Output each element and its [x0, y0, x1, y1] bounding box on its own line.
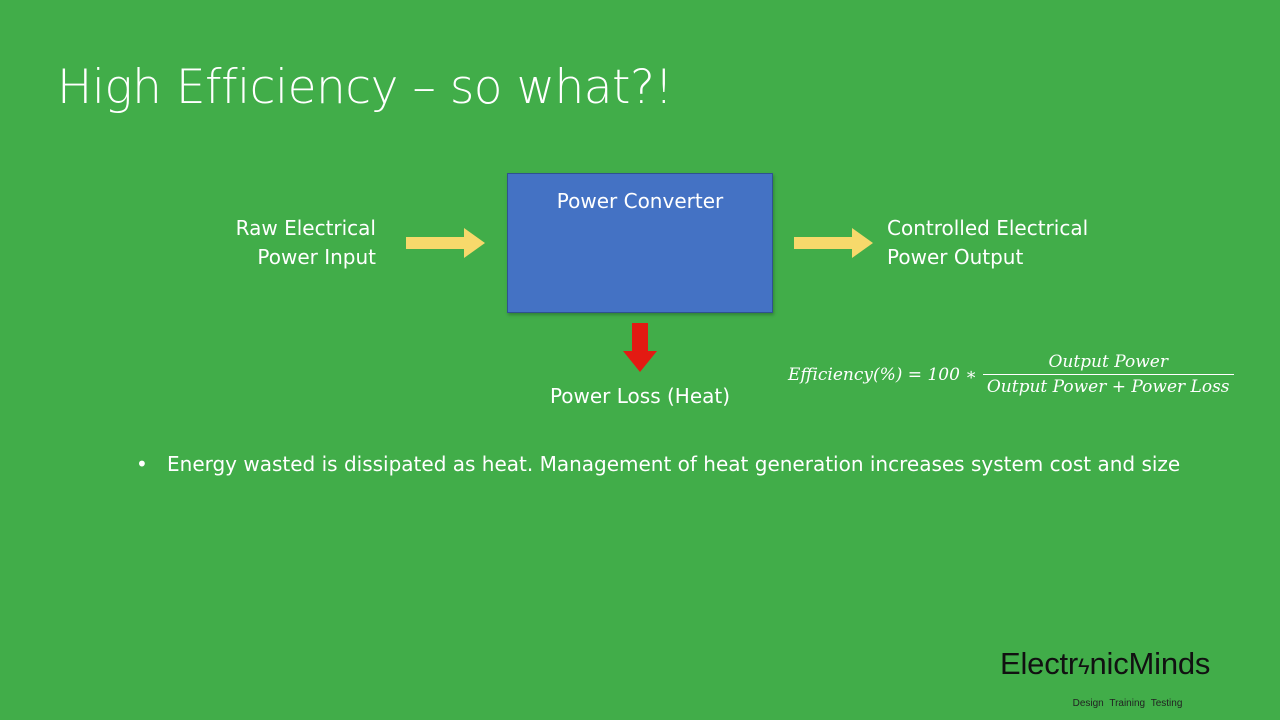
brand-tagline: Design Training Testing	[1072, 698, 1183, 709]
input-label-line-2: Power Input	[257, 245, 376, 269]
formula-denominator: Output Power + Power Loss	[982, 374, 1234, 397]
brand-logo: ElectrϟnicMinds	[1000, 646, 1210, 682]
power-converter-box: Power Converter	[507, 173, 773, 313]
output-label-line-2: Power Output	[887, 245, 1024, 269]
slide-title: High Efficiency – so what?!	[57, 60, 673, 115]
formula-numerator: Output Power	[1048, 352, 1168, 372]
efficiency-formula: Efficiency(%) = 100 ∗ Output Power Outpu…	[788, 352, 1234, 397]
bullet-item: • Energy wasted is dissipated as heat. M…	[136, 451, 1180, 477]
bullet-marker: •	[136, 452, 148, 476]
input-label: Raw Electrical Power Input	[200, 214, 376, 272]
brand-name-part-1: Electr	[1000, 646, 1079, 681]
brand-name-part-2: nicMinds	[1089, 646, 1211, 681]
power-loss-label: Power Loss (Heat)	[549, 384, 731, 408]
output-label-line-1: Controlled Electrical	[887, 216, 1089, 240]
output-label: Controlled Electrical Power Output	[887, 214, 1117, 272]
input-arrow	[406, 228, 485, 258]
power-loss-arrow	[623, 323, 657, 372]
input-label-line-1: Raw Electrical	[235, 216, 376, 240]
power-converter-label: Power Converter	[556, 189, 724, 213]
formula-fraction: Output Power Output Power + Power Loss	[982, 352, 1234, 397]
bullet-text: Energy wasted is dissipated as heat. Man…	[167, 452, 1181, 476]
output-arrow	[794, 228, 873, 258]
lightning-bolt-icon: ϟ	[1078, 654, 1090, 679]
formula-lhs: Efficiency(%) = 100 ∗	[788, 364, 977, 385]
